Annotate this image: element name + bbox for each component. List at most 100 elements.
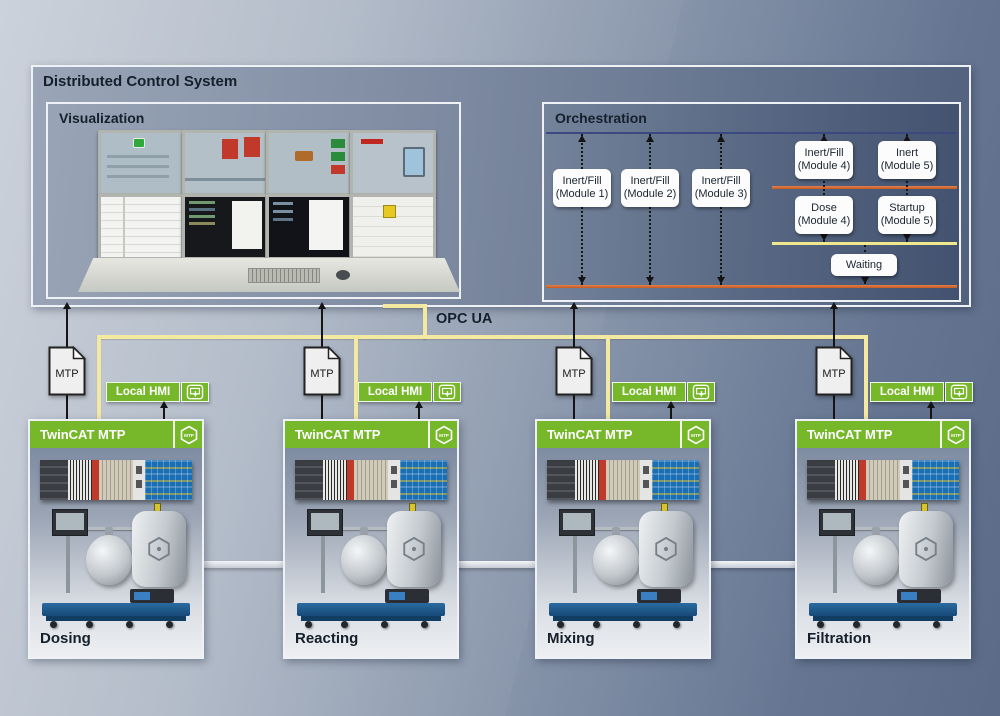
opcua-bus-horizontal	[97, 335, 868, 339]
skid-hmi-panel	[52, 509, 88, 536]
opcua-bus-drop-4	[864, 335, 868, 419]
process-skid-image	[797, 501, 969, 629]
tank-vessel	[132, 511, 186, 587]
mtp-hexagon-label: MTP	[439, 433, 449, 438]
plc-io-terminals	[99, 460, 133, 500]
hexagon-mark-icon	[915, 536, 937, 562]
caster-wheel	[853, 621, 860, 628]
twincat-mtp-header: TwinCAT MTP MTP	[537, 421, 709, 448]
skid-hmi-panel	[307, 509, 343, 536]
instrument-box	[897, 589, 941, 603]
hmi-arrow-line	[163, 407, 165, 419]
skid-hmi-panel	[819, 509, 855, 536]
panel-pole	[66, 529, 70, 593]
step-module: (Module 5)	[880, 160, 934, 172]
step-module: (Module 4)	[797, 160, 851, 172]
local-hmi-badge: Local HMI	[870, 382, 944, 402]
caster-wheel	[893, 621, 900, 628]
plc-coupler	[347, 460, 354, 500]
plc-io-terminals	[606, 460, 640, 500]
vessel-cap	[872, 527, 880, 536]
keyboard	[248, 268, 320, 283]
arrowhead-up-icon	[717, 135, 725, 142]
arrowhead-down-icon	[578, 277, 586, 284]
dcs-panel: Distributed Control System Visualization…	[31, 65, 971, 307]
hmi-screen-graphic	[185, 133, 265, 193]
plc-ethercat-terminals	[652, 460, 699, 500]
engineering-screen-graphic	[353, 197, 433, 257]
local-hmi-badge: Local HMI	[106, 382, 180, 402]
twincat-mtp-header: TwinCAT MTP MTP	[285, 421, 457, 448]
hmi-screen-graphic	[353, 133, 433, 193]
orchestration-step: Startup (Module 5)	[878, 196, 936, 234]
caster-wheel	[341, 621, 348, 628]
local-hmi-badge: Local HMI	[612, 382, 686, 402]
module-card-reacting: TwinCAT MTP MTP Reacting	[283, 419, 459, 659]
hmi-screen-graphic	[101, 133, 181, 193]
instrument-box	[130, 589, 174, 603]
skid-bar	[553, 616, 693, 621]
twincat-mtp-label: TwinCAT MTP	[295, 427, 381, 442]
arrowhead-up-icon	[570, 302, 578, 309]
skid-base	[549, 603, 697, 616]
orchestration-step: Inert/Fill (Module 3)	[692, 169, 750, 207]
opcua-bus-riser	[423, 304, 427, 339]
monitor-screen	[182, 130, 268, 196]
mouse	[336, 270, 350, 280]
timeline-sync-line-1	[772, 186, 957, 189]
plc-cpu	[807, 460, 835, 500]
process-skid-image	[537, 501, 709, 629]
orchestration-step: Inert (Module 5)	[878, 141, 936, 179]
plc-io-terminals	[354, 460, 388, 500]
step-action: Inert/Fill	[701, 175, 741, 187]
sequence-line-module3	[720, 134, 722, 285]
caster-wheel	[381, 621, 388, 628]
touch-display-icon	[945, 382, 973, 402]
plc-port-module	[133, 460, 145, 500]
monitor-screen	[266, 194, 352, 260]
caster-wheel	[166, 621, 173, 628]
process-skid-image	[285, 501, 457, 629]
panel-pole	[833, 529, 837, 593]
orchestration-panel: Orchestration I	[542, 102, 961, 302]
arrowhead-down-icon	[717, 277, 725, 284]
caster-wheel	[421, 621, 428, 628]
mtp-hexagon-label: MTP	[951, 433, 961, 438]
hmi-arrow-line	[670, 407, 672, 419]
panel-pole	[573, 529, 577, 593]
touch-display-icon	[181, 382, 209, 402]
visualization-title: Visualization	[59, 110, 145, 126]
step-action: Inert/Fill	[562, 175, 602, 187]
round-vessel	[86, 535, 132, 585]
skid-hmi-panel	[559, 509, 595, 536]
caster-wheel	[305, 621, 312, 628]
mtp-hexagon-icon: MTP	[940, 421, 969, 448]
engineering-screen-graphic	[101, 197, 181, 257]
arrowhead-down-icon	[903, 234, 911, 241]
sequence-line-module5	[906, 134, 908, 242]
arrowhead-up-icon	[903, 135, 911, 142]
caster-wheel	[817, 621, 824, 628]
opcua-label: OPC UA	[436, 311, 493, 327]
arrowhead-up-icon	[578, 135, 586, 142]
orchestration-title: Orchestration	[555, 110, 647, 126]
module-card-mixing: TwinCAT MTP MTP Mixing	[535, 419, 711, 659]
plc-barcode-card	[575, 460, 599, 500]
plc-cpu	[547, 460, 575, 500]
hmi-screen-graphic	[269, 133, 349, 193]
hexagon-mark-icon	[655, 536, 677, 562]
module-name-label: Mixing	[547, 630, 595, 647]
monitor-screen	[98, 130, 184, 196]
touch-display-icon	[687, 382, 715, 402]
caster-wheel	[126, 621, 133, 628]
mtp-file-label: MTP	[822, 368, 845, 380]
twincat-mtp-label: TwinCAT MTP	[40, 427, 126, 442]
visualization-panel: Visualization	[46, 102, 461, 299]
plc-barcode-card	[323, 460, 347, 500]
timeline-sync-line-2	[772, 242, 957, 245]
opcua-bus-drop-3	[606, 335, 610, 419]
step-action: Waiting	[845, 258, 883, 271]
plc-barcode-card	[835, 460, 859, 500]
dcs-title: Distributed Control System	[43, 73, 238, 90]
skid-base	[42, 603, 190, 616]
